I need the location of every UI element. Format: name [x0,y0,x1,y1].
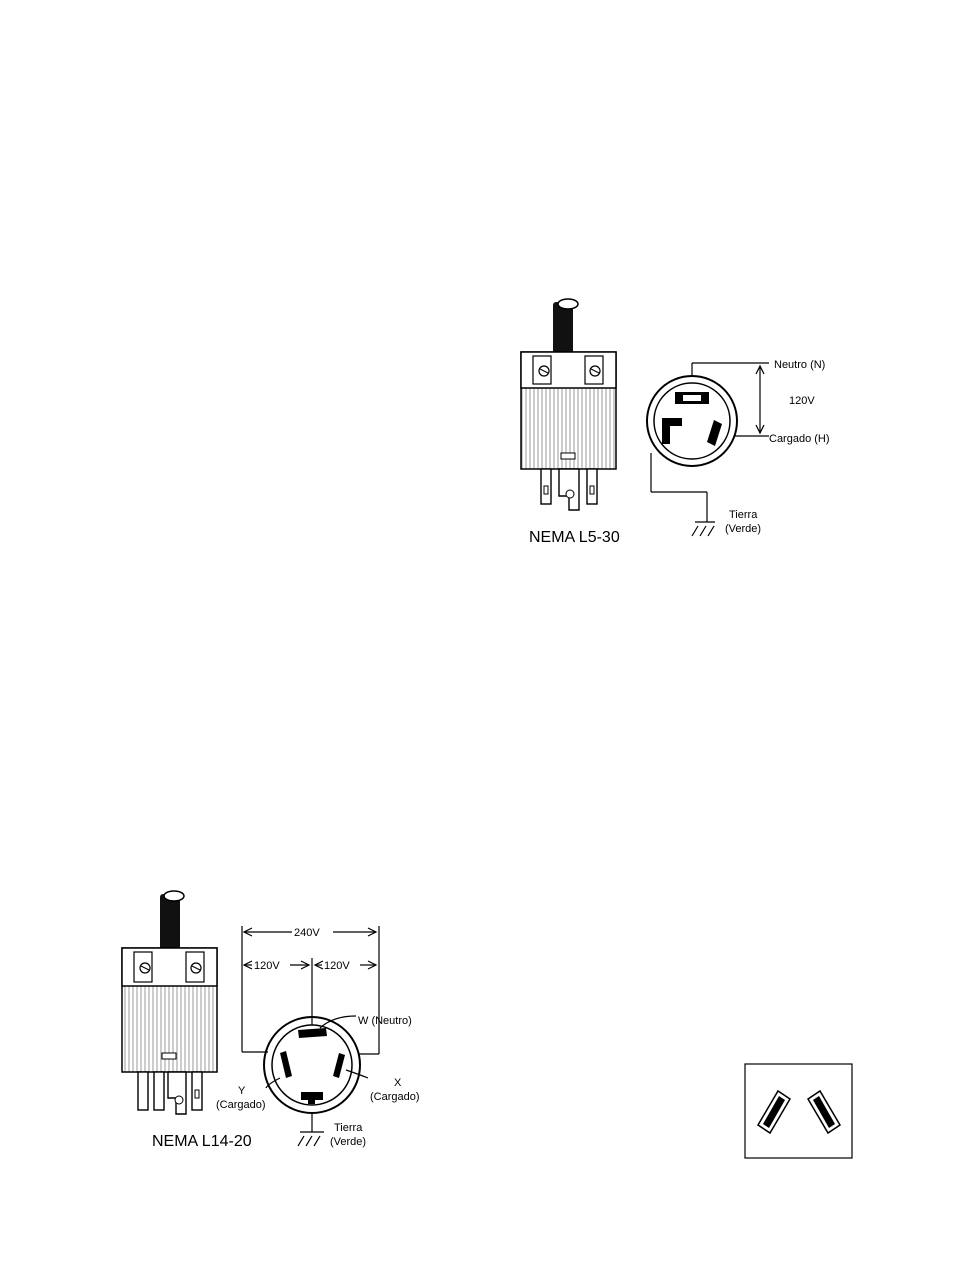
voltage-label: 120V [789,395,815,407]
receptacle-face [647,376,737,466]
plug-body [122,948,217,1072]
y-sub-label: (Cargado) [216,1099,266,1111]
plug-body [521,352,616,469]
two-slot-receptacle-figure [744,1063,854,1160]
w-neutral-label: W (Neutro) [358,1015,412,1027]
x-sub-label: (Cargado) [370,1091,420,1103]
power-cable [160,891,184,950]
nema-l14-20-figure: 240V 120V 120V W (Neutro) X (Cargado) Y … [108,888,428,1150]
nema-l14-20-diagram: 240V 120V 120V W (Neutro) X (Cargado) Y … [108,888,428,1150]
y-label: Y [238,1085,246,1097]
total-voltage-label: 240V [294,927,320,939]
two-slot-receptacle-icon [744,1063,854,1160]
neutral-label: Neutro (N) [774,359,825,371]
nema-l5-30-figure: Neutro (N) 120V Cargado (H) Tierra (Verd… [517,296,835,544]
receptacle-face [264,1017,360,1113]
ground-color-label: (Verde) [330,1136,366,1148]
plug-prongs [541,469,597,510]
power-cable [553,299,578,354]
ground-label: Tierra [729,509,758,521]
hot-label: Cargado (H) [769,433,830,445]
right-voltage-label: 120V [324,960,350,972]
ground-color-label: (Verde) [725,523,761,535]
plug-title: NEMA L5-30 [529,529,620,544]
plug-title: NEMA L14-20 [152,1133,252,1150]
left-voltage-label: 120V [254,960,280,972]
nema-l5-30-diagram: Neutro (N) 120V Cargado (H) Tierra (Verd… [517,296,835,544]
ground-label: Tierra [334,1122,363,1134]
x-label: X [394,1077,402,1089]
plug-prongs [138,1072,202,1114]
